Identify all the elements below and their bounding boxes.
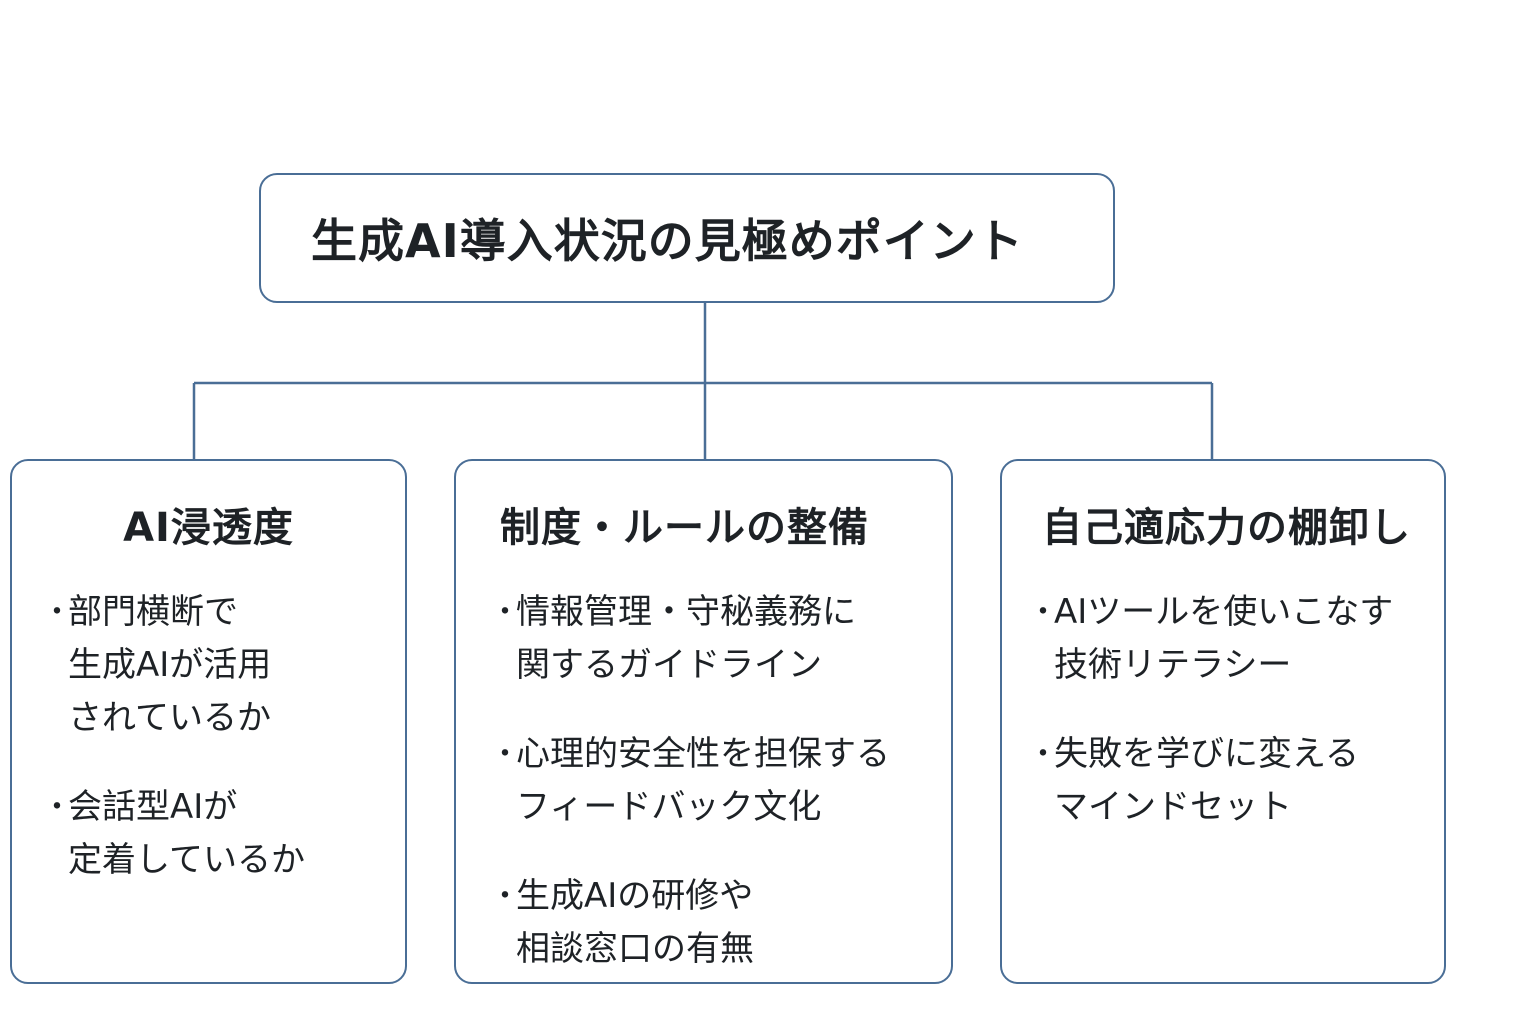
- bullet-icon: ・: [42, 595, 72, 630]
- list-item-text: AIツールを使いこなす 技術リテラシー: [1054, 592, 1394, 685]
- bullet-icon: ・: [490, 737, 520, 772]
- list-item: ・会話型AIが 定着しているか: [42, 781, 405, 887]
- list-item: ・情報管理・守秘義務に 関するガイドライン: [490, 586, 951, 692]
- list-item: ・部門横断で 生成AIが活用 されているか: [42, 586, 405, 745]
- list-item: ・AIツールを使いこなす 技術リテラシー: [1028, 586, 1444, 692]
- category-ai-penetration: AI浸透度 ・部門横断で 生成AIが活用 されているか ・会話型AIが 定着して…: [10, 459, 407, 984]
- diagram-title: 生成AI導入状況の見極めポイント: [311, 214, 1024, 268]
- list-item: ・失敗を学びに変える マインドセット: [1028, 728, 1444, 834]
- bullet-icon: ・: [42, 790, 72, 825]
- root-node: 生成AI導入状況の見極めポイント: [259, 173, 1115, 303]
- category-title: 制度・ルールの整備: [500, 505, 869, 551]
- bullet-icon: ・: [490, 879, 520, 914]
- list-item: ・生成AIの研修や 相談窓口の有無: [490, 870, 951, 976]
- list-item-text: 失敗を学びに変える マインドセット: [1054, 734, 1359, 827]
- category-item-list: ・情報管理・守秘義務に 関するガイドライン ・心理的安全性を担保する フィードバ…: [490, 586, 951, 1012]
- list-item-text: 会話型AIが 定着しているか: [68, 787, 305, 880]
- category-rules: 制度・ルールの整備 ・情報管理・守秘義務に 関するガイドライン ・心理的安全性を…: [454, 459, 953, 984]
- list-item-text: 生成AIの研修や 相談窓口の有無: [516, 876, 754, 969]
- bullet-icon: ・: [490, 595, 520, 630]
- list-item-text: 心理的安全性を担保する フィードバック文化: [516, 734, 890, 827]
- category-item-list: ・部門横断で 生成AIが活用 されているか ・会話型AIが 定着しているか: [42, 586, 405, 923]
- bullet-icon: ・: [1028, 595, 1058, 630]
- list-item-text: 部門横断で 生成AIが活用 されているか: [68, 592, 272, 738]
- category-item-list: ・AIツールを使いこなす 技術リテラシー ・失敗を学びに変える マインドセット: [1028, 586, 1444, 870]
- category-self-adaptability: 自己適応力の棚卸し ・AIツールを使いこなす 技術リテラシー ・失敗を学びに変え…: [1000, 459, 1446, 984]
- category-title: 自己適応力の棚卸し: [1042, 505, 1411, 551]
- list-item: ・心理的安全性を担保する フィードバック文化: [490, 728, 951, 834]
- category-title: AI浸透度: [123, 505, 294, 551]
- bullet-icon: ・: [1028, 737, 1058, 772]
- list-item-text: 情報管理・守秘義務に 関するガイドライン: [516, 592, 856, 685]
